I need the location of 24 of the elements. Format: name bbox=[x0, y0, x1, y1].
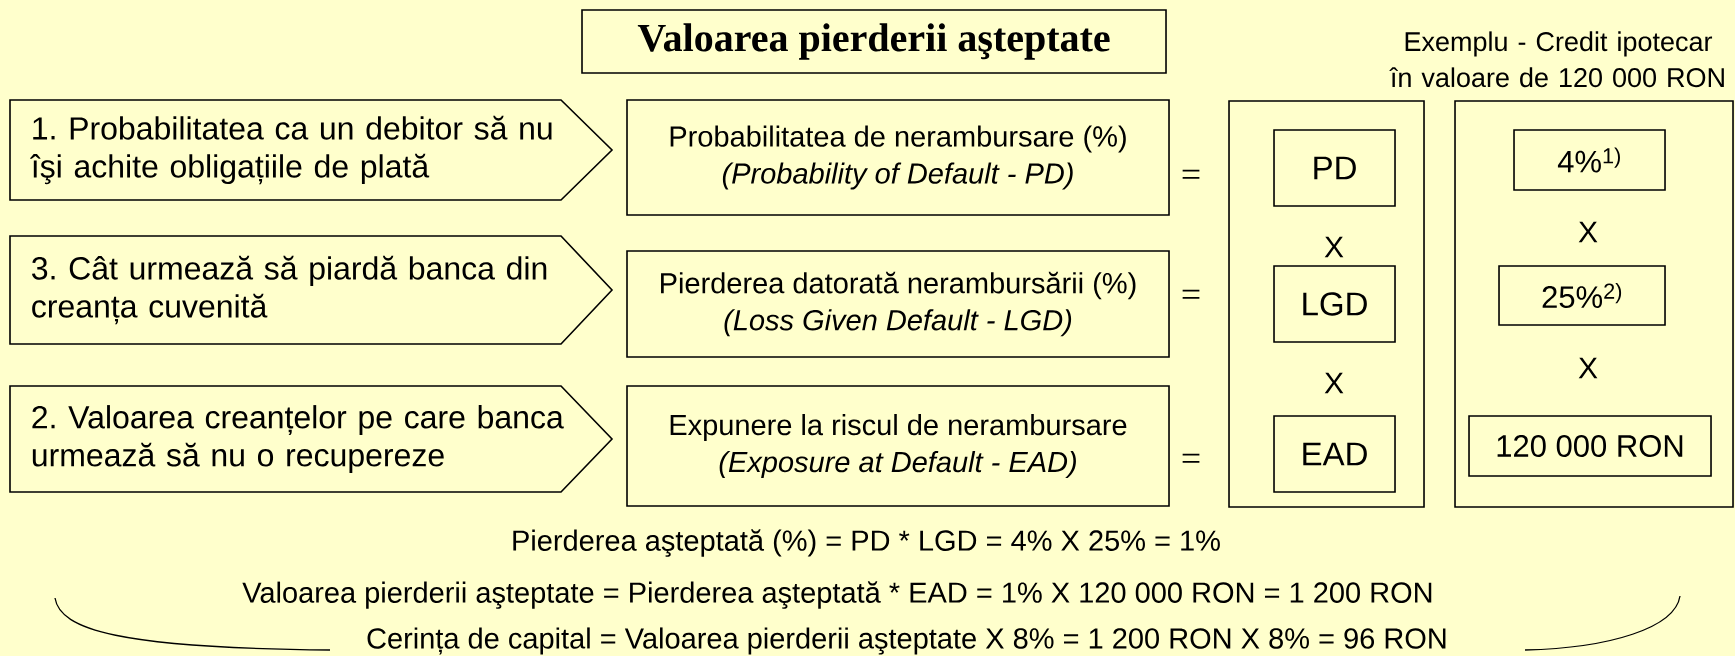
multiply-sign: X bbox=[1324, 236, 1344, 258]
value-box: PD bbox=[1273, 129, 1396, 207]
formula-text: Pierderea aşteptată (%) = PD * LGD = 4% X 25% = 1% bbox=[513, 529, 1220, 557]
chevron-box: 1. Probabilitatea ca un debitor să nu îşi achite obligațiile de plată bbox=[9, 99, 614, 201]
value-box: 4%$^{1)}$ bbox=[1513, 129, 1666, 191]
definition-box: Pierderea datorată nerambursării (%) (Loss Given Default - LGD) bbox=[626, 250, 1170, 358]
value-box: EAD bbox=[1273, 415, 1396, 493]
multiply-sign: X bbox=[1324, 372, 1344, 394]
formula-text: Valoarea pierderii aşteptate = Pierderea aşteptată * EAD = 1% X 120 000 RON = 1 200 RON bbox=[242, 581, 1432, 609]
formula-text: Cerința de capital = Valoarea pierderii aşteptate X 8% = 1 200 RON X 8% = 96 RON bbox=[367, 627, 1446, 655]
value-box: LGD bbox=[1273, 265, 1396, 343]
chevron-box: 3. Cât urmează să piardă banca din creanța cuvenită bbox=[9, 235, 614, 345]
definition-box: Expunere la riscul de nerambursare (Exposure at Default - EAD) bbox=[626, 385, 1170, 507]
value-box: 25%$^{2)}$ bbox=[1498, 265, 1666, 326]
node-label: Exemplu - Credit ipotecar în valoare de 120 000 RON bbox=[1389, 31, 1724, 88]
multiply-sign: X bbox=[1578, 357, 1598, 379]
multiply-sign: X bbox=[1578, 221, 1598, 243]
chevron-box: 2. Valoarea creanțelor pe care banca urmează să nu o recupereze bbox=[9, 385, 614, 493]
definition-box: Probabilitatea de nerambursare (%) (Probability of Default - PD) bbox=[626, 99, 1170, 216]
equals-sign: = bbox=[1182, 453, 1200, 463]
title-box: Valoarea pierderii aşteptate bbox=[581, 9, 1167, 74]
equals-sign: = bbox=[1182, 289, 1200, 299]
value-box: 120 000 RON bbox=[1468, 415, 1712, 477]
equals-sign: = bbox=[1182, 169, 1200, 179]
